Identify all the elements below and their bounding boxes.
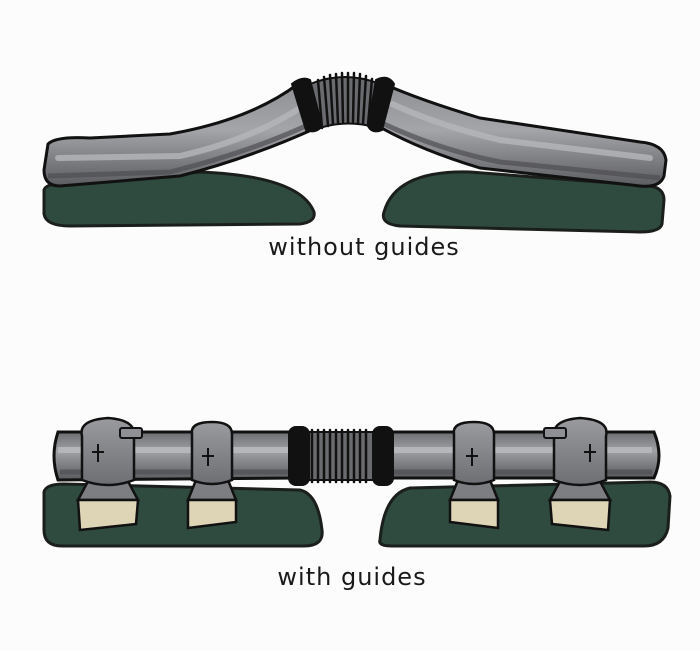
pipe-guide-icon [186,420,238,530]
expansion-bellows-icon [290,71,396,133]
ground-right [378,480,672,548]
expansion-bellows-icon [288,426,394,486]
panel-without-guides: without guides [42,71,668,261]
pipe-right-segment [376,82,668,188]
panel-with-guides: with guides [42,416,672,591]
pipe-guide-icon [75,416,143,532]
pipe-guide-icon [543,416,613,532]
caption-without-guides: without guides [268,233,459,261]
caption-with-guides: with guides [277,563,426,591]
pipe-guide-icon [448,420,500,530]
ground-right [381,170,666,234]
